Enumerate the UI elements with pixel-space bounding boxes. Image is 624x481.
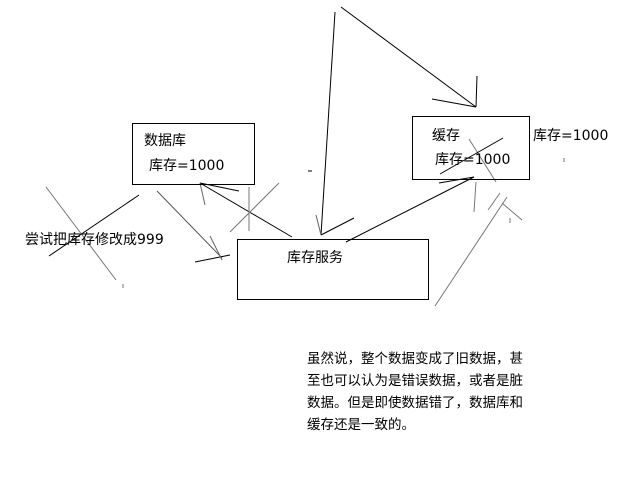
stray-line: [434, 196, 508, 307]
note-line: 至也可以认为是错误数据，或者是脏: [307, 373, 523, 389]
cache-title: 缓存: [432, 128, 460, 144]
arrow-db-to-service: [156, 190, 223, 259]
cache-side-stock-value: 库存=1000: [533, 128, 609, 144]
note-paragraph: 虽然说，整个数据变成了旧数据，甚 至也可以认为是错误数据，或者是脏 数据。但是即…: [307, 348, 557, 436]
arrow-head: [199, 182, 206, 206]
arrow-head: [194, 254, 231, 263]
arrow-top-to-cache: [340, 6, 477, 108]
inventory-service-box: [237, 239, 429, 300]
database-title: 数据库: [144, 133, 186, 149]
arrow-head: [320, 217, 355, 236]
database-box: [132, 123, 255, 185]
database-stock-value: 库存=1000: [149, 158, 225, 174]
arrow-head: [431, 98, 477, 108]
stray-line: [473, 181, 477, 213]
update-attempt-label: 尝试把库存修改成999: [25, 232, 164, 248]
arrow-service-to-cache: [345, 176, 475, 243]
arrow-head: [315, 214, 322, 236]
arrow-service-to-db: [199, 182, 293, 238]
cross-out-line: [45, 186, 117, 281]
inventory-service-title: 库存服务: [287, 250, 343, 266]
cache-stock-value: 库存=1000: [435, 152, 511, 168]
arrow-head: [438, 176, 475, 184]
note-line: 虽然说，整个数据变成了旧数据，甚: [307, 351, 523, 367]
arrow-head: [475, 75, 478, 108]
arrow-head: [209, 235, 223, 261]
cross-out-line: [439, 137, 504, 175]
stray-line: [501, 202, 523, 221]
cross-out-line: [468, 138, 497, 183]
cross-out-line: [48, 194, 140, 257]
stray-line: [487, 192, 501, 211]
cross-out-line: [229, 182, 280, 233]
note-line: 缓存还是一致的。: [307, 417, 415, 433]
arrow-top-to-service: [320, 11, 336, 236]
cache-box: [412, 116, 530, 180]
note-line: 数据。但是即使数据错了，数据库和: [307, 395, 523, 411]
